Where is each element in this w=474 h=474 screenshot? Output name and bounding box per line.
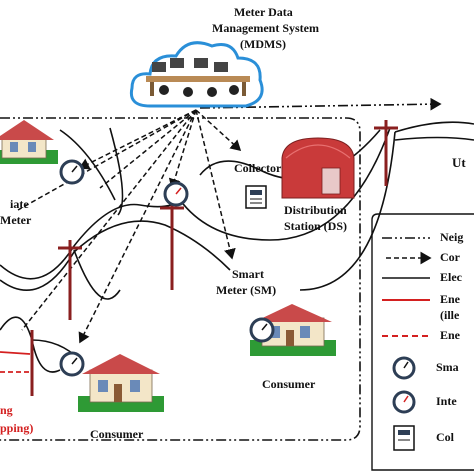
house-consumer-bottom [78, 354, 164, 412]
neighborhood-boundary [0, 117, 361, 441]
consumer-right-label: Consumer [262, 377, 316, 391]
distribution-label-2: Station (DS) [284, 219, 348, 233]
tapping-label-1: ng [0, 403, 13, 417]
collector-device [245, 185, 267, 209]
house-consumer-right [250, 304, 336, 356]
legend-collector: Col [436, 430, 454, 444]
smart-meter-top-left [59, 159, 85, 185]
utility-label: Ut [452, 155, 466, 170]
legend-collector-icon [393, 425, 415, 451]
mdms-label-1: Meter Data [234, 5, 293, 19]
collector-label: Collector [234, 161, 282, 175]
tapping-label-2: pping) [0, 421, 34, 435]
smart-meter-right [249, 317, 275, 343]
distribution-label-1: Distribution [284, 203, 347, 217]
legend-electricity: Elec [440, 270, 462, 284]
smart-meter-label-2: Meter (SM) [216, 283, 277, 297]
legend-smart-meter: Sma [436, 360, 459, 374]
illegal-energy-lines [0, 351, 31, 373]
legend-neighborhood: Neig [440, 230, 464, 244]
communication-links [17, 109, 242, 344]
legend-intermediate-meter: Inte [436, 394, 457, 408]
intermediate-label-1: iate [10, 197, 29, 211]
consumer-bottom-label: Consumer [90, 427, 144, 441]
smart-meter-label-1: Smart [232, 267, 264, 281]
legend-intermediate-meter-icon [392, 390, 416, 414]
intermediate-meter-center [163, 181, 189, 207]
legend-energy-dashed: Ene [440, 328, 461, 342]
utility-pole-center [160, 200, 184, 290]
distribution-station [281, 137, 355, 199]
neighborhood-link-top [199, 97, 442, 111]
legend-energy-illegal-2: (ille [440, 308, 460, 322]
legend-communication: Cor [440, 250, 460, 264]
legend-smart-meter-icon [392, 356, 416, 380]
smart-meter-bottom [59, 351, 85, 377]
intermediate-label-2: Meter [0, 213, 32, 227]
legend-box [371, 213, 474, 471]
legend-samples [382, 237, 432, 337]
mdms-label-2: Management System [212, 21, 319, 35]
utility-pole-right [374, 120, 398, 186]
mdms-cloud [129, 41, 264, 108]
house-intermediate [0, 120, 58, 164]
utility-pole-left [58, 240, 82, 320]
mdms-label-3: (MDMS) [240, 37, 286, 51]
legend-energy-illegal: Ene [440, 292, 461, 306]
